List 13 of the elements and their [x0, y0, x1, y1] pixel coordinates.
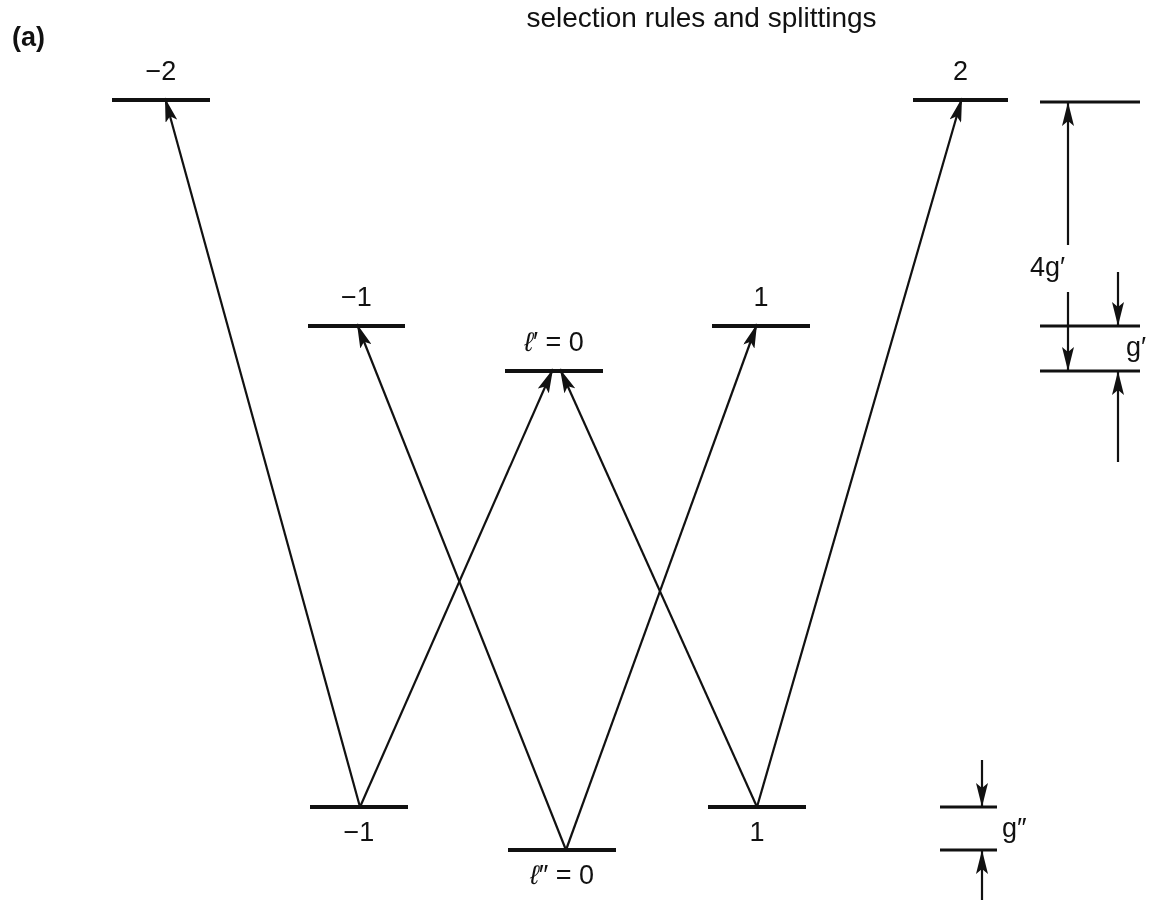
level-label: −2: [145, 56, 177, 86]
panel-label: (a): [12, 22, 45, 52]
dimension-label: g′: [1126, 332, 1147, 362]
level-label: 2: [953, 56, 968, 86]
level-label: −1: [343, 817, 375, 847]
level-label: 1: [749, 817, 765, 847]
level-label: 1: [753, 282, 769, 312]
level-label: −1: [341, 282, 372, 312]
dimension-label: 4g′: [1030, 252, 1066, 282]
level-label: ℓ′ = 0: [524, 327, 584, 357]
dimension-label: g″: [1002, 813, 1027, 843]
level-label: ℓ″ = 0: [529, 860, 595, 890]
title: selection rules and splittings: [525, 2, 878, 34]
